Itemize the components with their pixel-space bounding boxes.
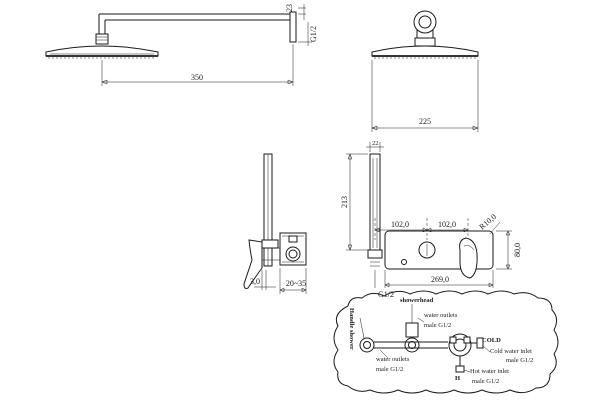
hot-inlet-cap [455, 365, 465, 373]
label-cold-male: male G1/2 [506, 357, 533, 364]
showerhead-outlet [405, 322, 419, 338]
label-male-top: male G1/2 [424, 322, 451, 329]
label-showerhead: showerhead [400, 297, 434, 304]
valve-plate-front-view [367, 153, 494, 279]
dim-plate-length: 269,0 [431, 275, 449, 284]
wall-flange [289, 11, 297, 43]
dim-plate-height: 80,0 [513, 243, 522, 257]
label-hot-male: male G1/2 [472, 378, 499, 385]
dim-arm-height: 23 [285, 4, 294, 12]
mixer-lever [459, 237, 478, 279]
hand-shower-outlet [359, 337, 375, 353]
label-hot: H [455, 375, 460, 382]
label-cold: COLD [482, 337, 501, 344]
dim-holder-height: 213 [340, 196, 349, 208]
dim-valve-depth: 20~35 [286, 279, 306, 288]
showerhead-front-body [371, 45, 479, 57]
label-cold-inlet: Cold water inlet [490, 348, 532, 355]
showerhead-side-view [45, 11, 297, 59]
showerhead-front-view [371, 10, 479, 59]
cold-inlet-cap [476, 337, 484, 349]
dim-arm-length: 350 [191, 73, 203, 82]
head-connector [95, 33, 109, 45]
label-male-left: male G1/2 [376, 366, 403, 373]
label-water-outlets-left: water outlets [376, 356, 410, 363]
dim-spacing-left: 102,0 [391, 220, 409, 229]
valve-side-view [243, 153, 307, 289]
dim-spacing-right: 102,0 [438, 220, 456, 229]
dim-head-diameter: 225 [419, 117, 431, 126]
wall-flange-front [413, 10, 437, 34]
diverter-knob [418, 241, 436, 259]
dim-holder-top: 22 [372, 140, 379, 147]
label-water-outlets-top: water outlets [424, 312, 458, 319]
valve-detail [359, 322, 484, 373]
valve-lever [243, 239, 263, 289]
label-handle-shower: Handle shower [348, 308, 355, 350]
dim-valve-offset: 3,0 [250, 277, 260, 286]
detail-cloud [333, 290, 559, 394]
dim-arm-thread: G1/2 [309, 26, 318, 42]
dim-corner-radius: R10,0 [478, 212, 499, 231]
label-hot-inlet: Hot water inlet [470, 368, 509, 375]
showerhead-body [45, 45, 159, 57]
